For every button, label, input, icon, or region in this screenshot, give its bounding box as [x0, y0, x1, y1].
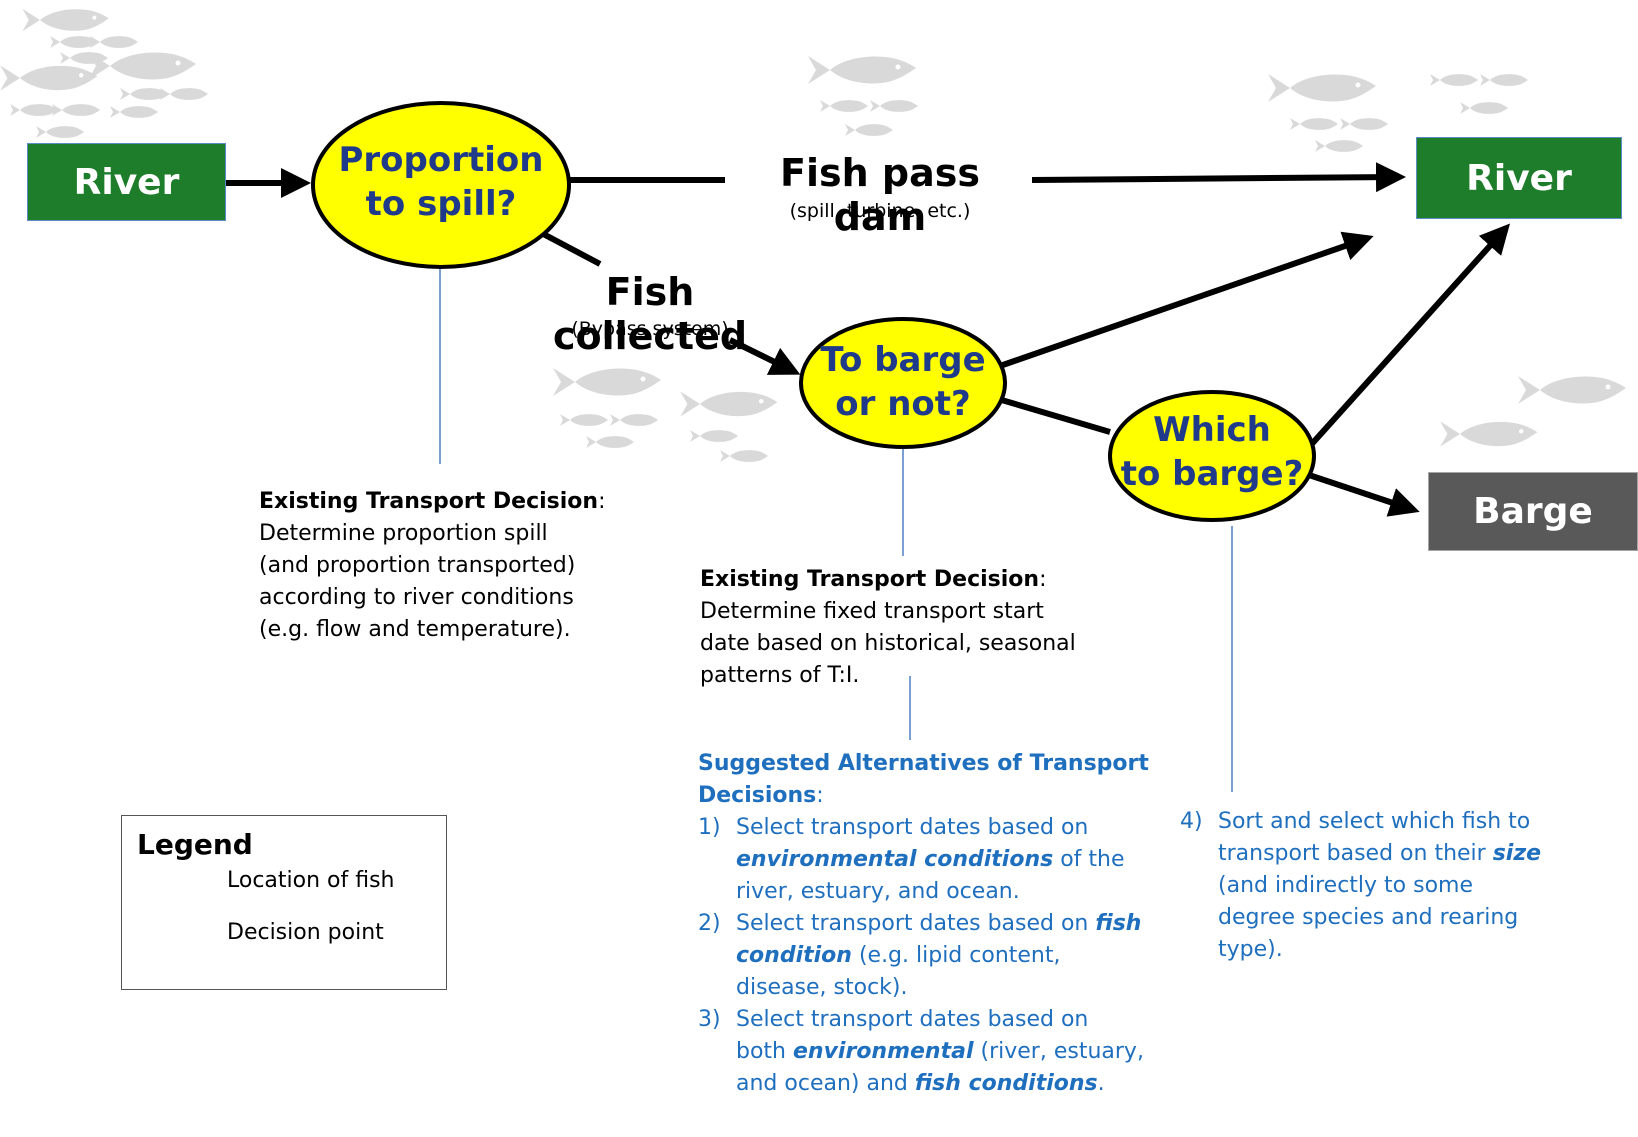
existing-spill-line: (e.g. flow and temperature).: [259, 617, 571, 642]
sort-emphasis: size: [1492, 841, 1542, 866]
fish-pass-dam-label: Fish pass dam: [780, 151, 980, 239]
suggested-item: 3) Select transport dates based on both …: [698, 1004, 1178, 1100]
suggested-item-text: Select transport dates based on: [736, 815, 1089, 840]
arrow-barge-to-river: [999, 231, 1374, 369]
suggested-heading-line1: Suggested Alternatives of Transport: [698, 751, 1149, 776]
fish-pass-dam-sublabel: (spill, turbine, etc.): [789, 200, 971, 222]
existing-spill-heading: Existing Transport Decision: [259, 489, 599, 514]
existing-barge-heading: Existing Transport Decision: [700, 567, 1040, 592]
barge-label: Barge: [1473, 491, 1593, 532]
decision-proportion-line2: to spill?: [365, 184, 517, 224]
suggested-item-text: Select transport dates based on: [736, 1007, 1089, 1032]
river-start-box: River: [27, 143, 226, 221]
decision-which-ellipse: [1108, 390, 1316, 522]
existing-barge-decision: Existing Transport Decision: Determine f…: [700, 564, 1120, 692]
arrow-barge-to-which: [987, 393, 1111, 435]
river-end-box: River: [1416, 137, 1622, 219]
suggested-heading-line2: Decisions: [698, 783, 817, 808]
existing-spill-line: Determine proportion spill: [259, 521, 548, 546]
legend-location-label: Location of fish: [227, 868, 395, 893]
sort-alternative: 4) Sort and select which fish to transpo…: [1180, 806, 1580, 966]
suggested-item-number: 1): [698, 815, 721, 840]
sort-text: transport based on their: [1218, 841, 1493, 866]
barge-box: Barge: [1428, 472, 1638, 551]
suggested-item-text: disease, stock).: [736, 975, 908, 1000]
arrow-fish-pass-right: [1031, 162, 1406, 193]
decision-proportion-text: Proportion to spill?: [331, 138, 551, 226]
decision-to-barge-line1: To barge: [820, 340, 986, 380]
suggested-item-emphasis: fish: [1095, 911, 1142, 936]
fish-school-middle: [553, 368, 778, 462]
suggested-item: 1) Select transport dates based on envir…: [698, 812, 1178, 908]
river-start-label: River: [73, 161, 180, 203]
river-end-label: River: [1466, 157, 1572, 199]
sort-text: degree species and rearing: [1218, 905, 1519, 930]
suggested-item-text: and ocean) and: [736, 1071, 915, 1096]
suggested-item: 2) Select transport dates based on fish …: [698, 908, 1178, 1004]
suggested-list: 1) Select transport dates based on envir…: [698, 812, 1178, 1100]
existing-spill-line: according to river conditions: [259, 585, 574, 610]
suggested-item-emphasis: environmental conditions: [736, 847, 1054, 872]
fish-school-top-middle: [808, 56, 918, 136]
existing-barge-line: Determine fixed transport start: [700, 599, 1044, 624]
existing-spill-line: (and proportion transported): [259, 553, 576, 578]
legend-title: Legend: [137, 828, 253, 861]
arrow-collected-to-barge: [728, 337, 801, 375]
sort-text: type).: [1218, 937, 1283, 962]
decision-to-barge-line2: or not?: [835, 384, 971, 424]
decision-which-line1: Which: [1153, 410, 1271, 450]
fish-collected-label: Fish collected: [552, 270, 748, 358]
suggested-item-text: (river, estuary,: [973, 1039, 1144, 1064]
suggested-item-text: both: [736, 1039, 793, 1064]
fish-school-right: [1440, 376, 1626, 447]
suggested-item-number: 2): [698, 911, 721, 936]
sort-text: (and indirectly to some: [1218, 873, 1474, 898]
suggested-item-emphasis: fish conditions: [914, 1071, 1098, 1096]
suggested-item-text: (e.g. lipid content,: [851, 943, 1061, 968]
suggested-item-text: Select transport dates based on: [736, 911, 1096, 936]
legend-box: Legend Location of fish Decision point: [121, 815, 447, 990]
decision-which-line2: to barge?: [1120, 454, 1304, 494]
sort-text: Sort and select which fish to: [1218, 809, 1531, 834]
suggested-item: 4) Sort and select which fish to transpo…: [1180, 806, 1580, 966]
decision-proportion-ellipse: [311, 101, 571, 269]
suggested-item-text: .: [1097, 1071, 1105, 1096]
arrow-which-to-river: [1307, 223, 1511, 449]
decision-which-text: Which to barge?: [1112, 408, 1312, 496]
fish-school-top-left: [0, 8, 208, 138]
suggested-alternatives: Suggested Alternatives of Transport Deci…: [698, 748, 1178, 1100]
suggested-item-number: 3): [698, 1007, 721, 1032]
suggested-item-emphasis: environmental: [793, 1039, 974, 1064]
suggested-item-text: river, estuary, and ocean.: [736, 879, 1020, 904]
suggested-item-number: 4): [1180, 809, 1203, 834]
suggested-item-text: of the: [1053, 847, 1125, 872]
fish-collected-sublabel: (Bypass system): [571, 318, 729, 340]
decision-proportion-line1: Proportion: [338, 140, 544, 180]
existing-barge-line: date based on historical, seasonal: [700, 631, 1076, 656]
existing-barge-line: patterns of T:I.: [700, 663, 860, 688]
suggested-item-emphasis: condition: [736, 943, 852, 968]
legend-decision-label: Decision point: [227, 920, 384, 945]
decision-to-barge-ellipse: [799, 317, 1007, 449]
decision-to-barge-text: To barge or not?: [803, 338, 1003, 426]
arrow-which-to-barge: [1305, 471, 1420, 517]
existing-spill-decision: Existing Transport Decision: Determine p…: [259, 486, 639, 646]
